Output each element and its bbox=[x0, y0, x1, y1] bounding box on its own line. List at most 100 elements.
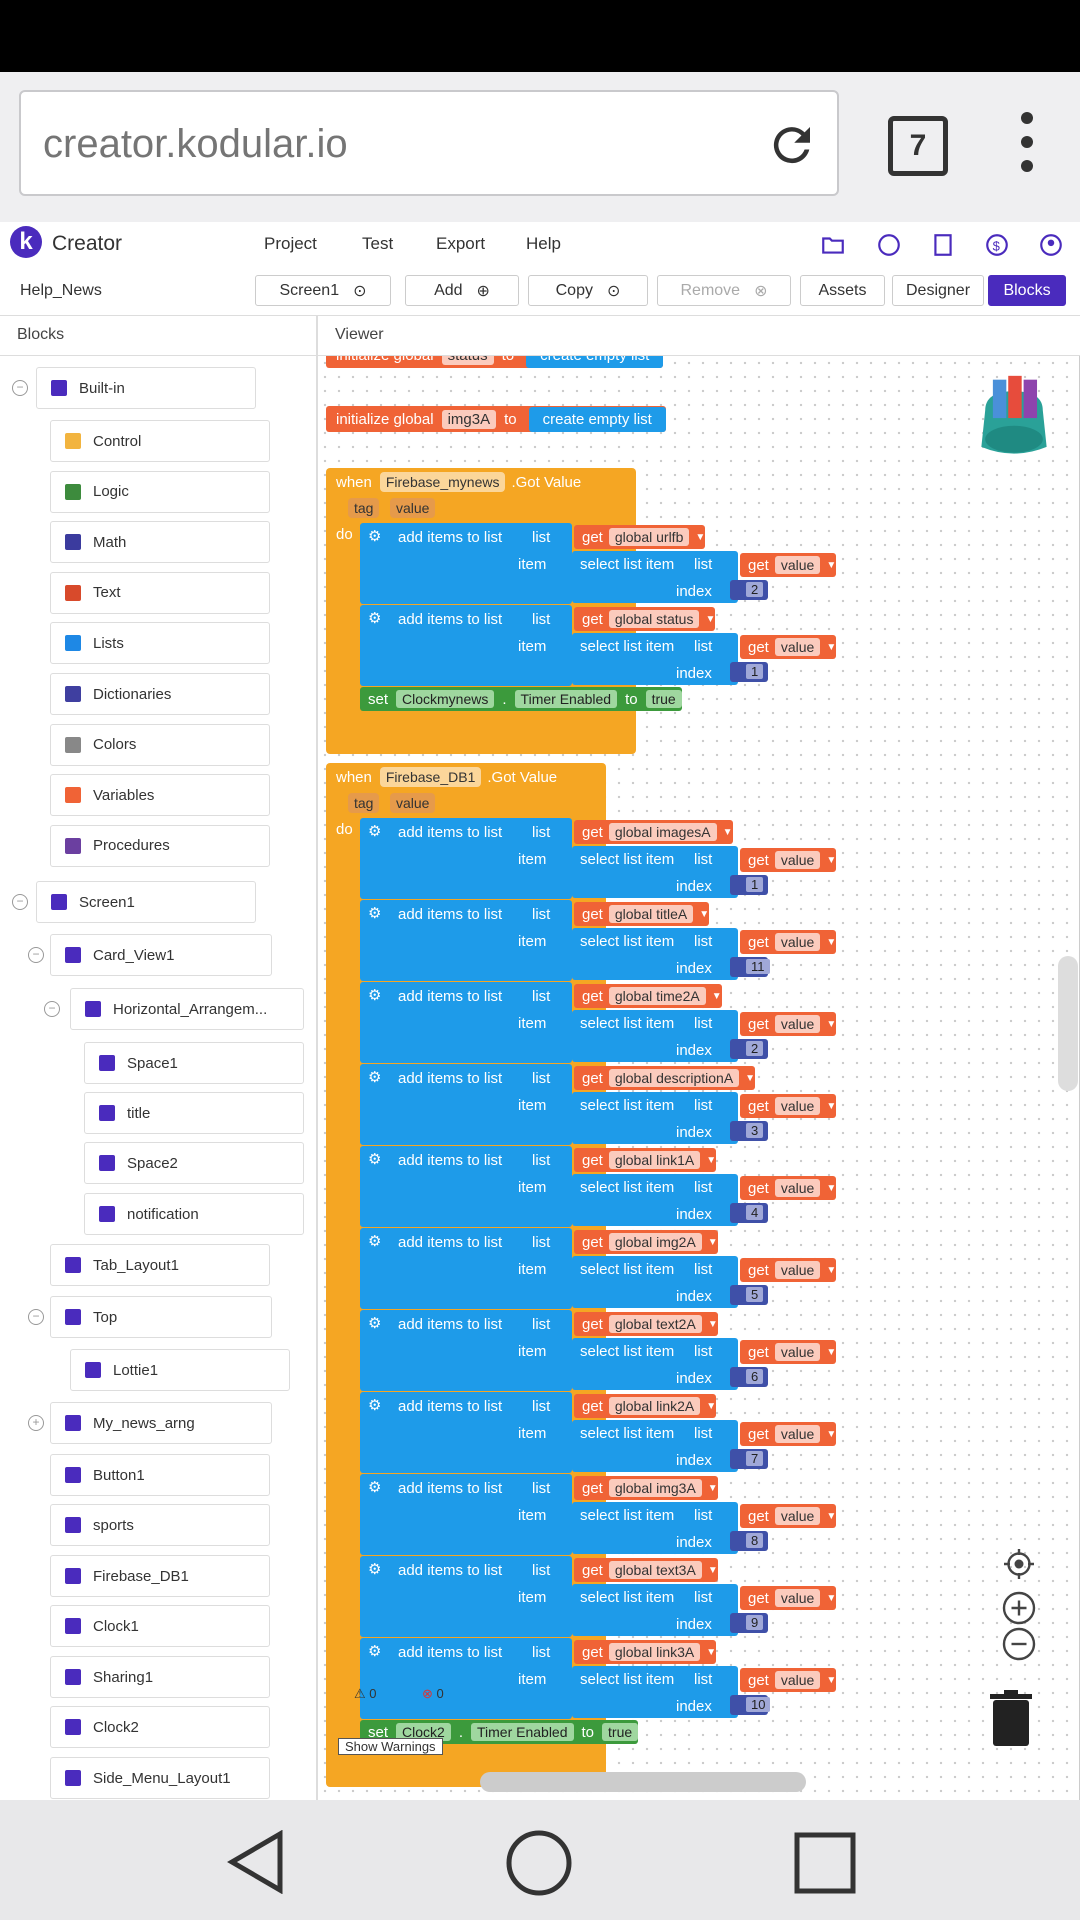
event-firebase-db1-var-dropdown-0[interactable]: global imagesA bbox=[608, 823, 717, 841]
tree-procedures[interactable]: Procedures bbox=[50, 824, 270, 867]
event-firebase-db1-gear-icon[interactable]: ⚙ bbox=[368, 1315, 382, 1332]
event-firebase-db1-index-9[interactable]: 9 bbox=[730, 1613, 768, 1633]
event-firebase-db1-gear-icon[interactable]: ⚙ bbox=[368, 1233, 382, 1250]
zoom-out-icon[interactable] bbox=[1001, 1626, 1037, 1662]
event-firebase-db1-set-component[interactable]: Clock2 bbox=[396, 1723, 451, 1741]
copy-screen-button[interactable]: Copy⊙ bbox=[528, 275, 648, 306]
tree-component-8[interactable]: Top bbox=[50, 1296, 272, 1338]
palette-icon[interactable] bbox=[876, 232, 902, 258]
event-firebase-db1-gear-icon[interactable]: ⚙ bbox=[368, 1397, 382, 1414]
designer-button[interactable]: Designer bbox=[892, 275, 984, 306]
backpack-icon[interactable] bbox=[966, 372, 1062, 468]
event-firebase-db1-gear-icon[interactable]: ⚙ bbox=[368, 1069, 382, 1086]
event-firebase-db1-param-value[interactable]: value bbox=[390, 793, 436, 813]
menu-help[interactable]: Help bbox=[526, 234, 561, 253]
event-firebase-db1-index-7[interactable]: 7 bbox=[730, 1449, 768, 1469]
add-screen-button[interactable]: Add⊕ bbox=[405, 275, 519, 306]
event-firebase-db1-index-5[interactable]: 5 bbox=[730, 1285, 768, 1305]
event-firebase-db1-value-dropdown-7[interactable]: value bbox=[774, 1425, 821, 1443]
init-global-status[interactable]: initialize globalstatustocreate empty li… bbox=[326, 356, 664, 368]
event-firebase-mynews-param-tag[interactable]: tag bbox=[348, 498, 380, 518]
event-firebase-db1-param-tag[interactable]: tag bbox=[348, 793, 380, 813]
event-firebase-db1-index-4[interactable]: 4 bbox=[730, 1203, 768, 1223]
event-firebase-db1-value-dropdown-4[interactable]: value bbox=[774, 1179, 821, 1197]
event-firebase-db1-var-dropdown-8[interactable]: global img3A bbox=[608, 1479, 702, 1497]
event-firebase-mynews-index-1[interactable]: 1 bbox=[730, 662, 768, 682]
tree-component-17[interactable]: Side_Menu_Layout1 bbox=[50, 1757, 270, 1799]
tree-component-15[interactable]: Sharing1 bbox=[50, 1656, 270, 1698]
event-firebase-db1-value-dropdown-1[interactable]: value bbox=[774, 933, 821, 951]
tree-dictionaries[interactable]: Dictionaries bbox=[50, 673, 270, 715]
event-firebase-db1-set-property[interactable]: Timer Enabled bbox=[470, 1723, 574, 1741]
event-firebase-mynews-gear-icon[interactable]: ⚙ bbox=[368, 610, 382, 627]
tree-component-5[interactable]: Space2 bbox=[84, 1142, 304, 1184]
tree-component-1[interactable]: Card_View1 bbox=[50, 934, 272, 976]
event-firebase-db1-index-0[interactable]: 1 bbox=[730, 875, 768, 895]
init-global-status-create[interactable]: create empty list bbox=[526, 356, 664, 368]
folder-star-icon[interactable] bbox=[820, 232, 846, 258]
event-firebase-mynews-param-value[interactable]: value bbox=[390, 498, 436, 518]
tree-component-7[interactable]: Tab_Layout1 bbox=[50, 1244, 270, 1286]
tree-lists[interactable]: Lists bbox=[50, 622, 270, 665]
event-firebase-db1-index-10[interactable]: 10 bbox=[730, 1695, 771, 1715]
collapse-toggle[interactable]: − bbox=[28, 947, 44, 963]
event-firebase-mynews-gear-icon[interactable]: ⚙ bbox=[368, 528, 382, 545]
account-icon[interactable] bbox=[1038, 232, 1064, 258]
event-firebase-db1-index-2[interactable]: 2 bbox=[730, 1039, 768, 1059]
tree-logic[interactable]: Logic bbox=[50, 470, 270, 513]
event-firebase-db1-set-value[interactable]: true bbox=[602, 1723, 639, 1741]
tree-colors[interactable]: Colors bbox=[50, 723, 270, 766]
assets-button[interactable]: Assets bbox=[800, 275, 885, 306]
browser-menu-icon[interactable] bbox=[1014, 112, 1040, 182]
back-icon[interactable] bbox=[226, 1830, 286, 1894]
collapse-toggle[interactable]: + bbox=[28, 1415, 44, 1431]
tree-control[interactable]: Control bbox=[50, 420, 270, 462]
tab-count-button[interactable]: 7 bbox=[888, 116, 948, 176]
event-firebase-db1-gear-icon[interactable]: ⚙ bbox=[368, 823, 382, 840]
event-firebase-db1-var-dropdown-2[interactable]: global time2A bbox=[608, 987, 706, 1005]
event-firebase-db1-value-dropdown-6[interactable]: value bbox=[774, 1343, 821, 1361]
url-bar[interactable]: creator.kodular.io bbox=[19, 90, 839, 196]
tree-component-6[interactable]: notification bbox=[84, 1193, 304, 1235]
event-firebase-db1-value-dropdown-2[interactable]: value bbox=[774, 1015, 821, 1033]
collapse-toggle[interactable]: − bbox=[28, 1309, 44, 1325]
event-firebase-mynews-var-dropdown-0[interactable]: global urlfb bbox=[608, 528, 690, 546]
event-firebase-db1-var-dropdown-10[interactable]: global link3A bbox=[608, 1643, 701, 1661]
event-firebase-db1-var-dropdown-5[interactable]: global img2A bbox=[608, 1233, 702, 1251]
event-firebase-db1-index-1[interactable]: 11 bbox=[730, 957, 770, 977]
event-firebase-mynews-value-dropdown-1[interactable]: value bbox=[774, 638, 821, 656]
tree-component-16[interactable]: Clock2 bbox=[50, 1706, 270, 1748]
center-icon[interactable] bbox=[1001, 1546, 1037, 1582]
tree-component-3[interactable]: Space1 bbox=[84, 1042, 304, 1084]
event-firebase-db1-gear-icon[interactable]: ⚙ bbox=[368, 1561, 382, 1578]
vertical-scrollbar[interactable] bbox=[1058, 956, 1078, 1091]
dollar-icon[interactable]: $ bbox=[984, 232, 1010, 258]
